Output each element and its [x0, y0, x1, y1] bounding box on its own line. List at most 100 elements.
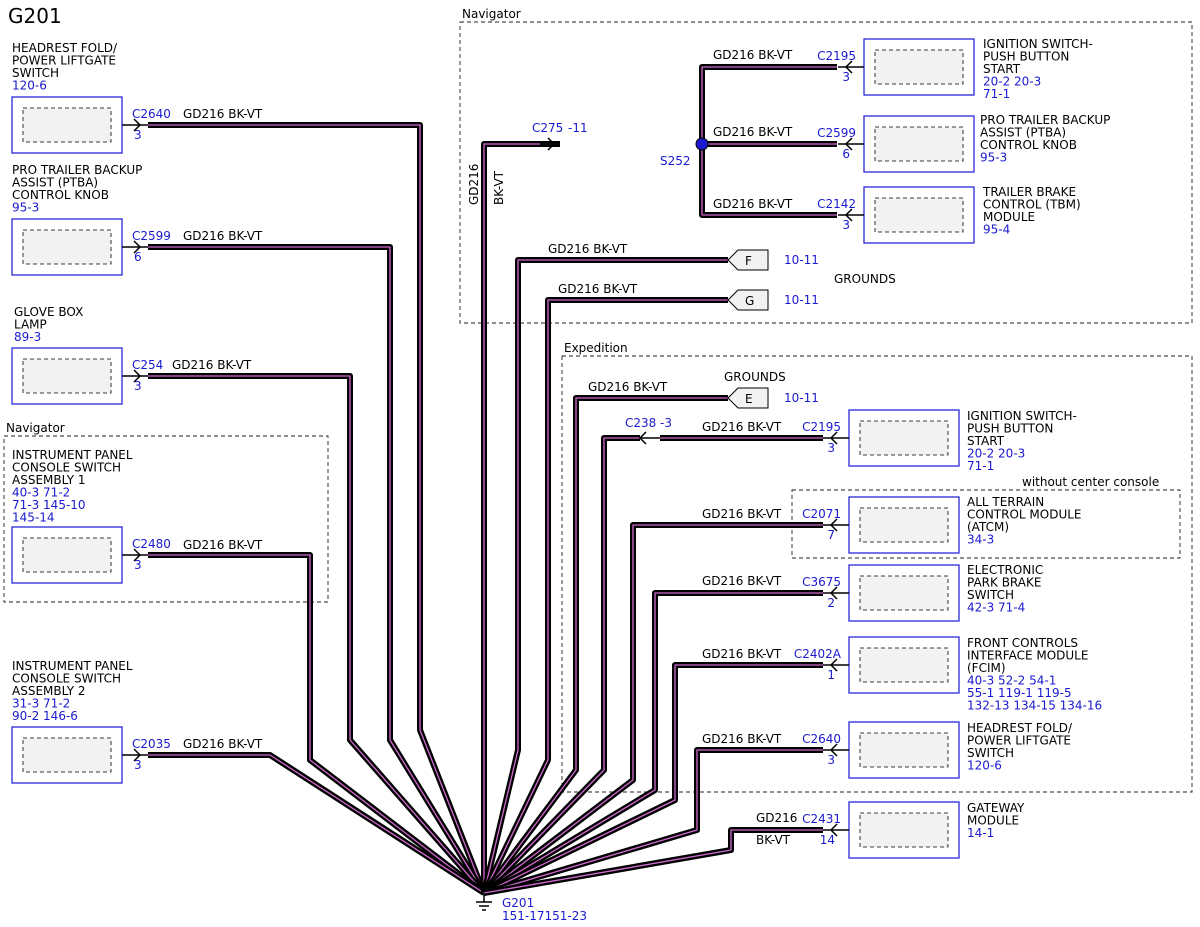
component-housing [22, 229, 112, 265]
wire: GD216 BK-VT [482, 507, 823, 896]
connector-pin: 14 [820, 833, 835, 847]
connector-pin: 3 [827, 753, 835, 767]
ground-tag-g: G 10-11 [727, 289, 819, 311]
connector-arrow [829, 518, 838, 532]
component-ref: 120-6 [12, 79, 47, 93]
connector-pin: 2 [827, 596, 835, 610]
component-name-line: ASSEMBLY 2 [12, 684, 85, 698]
wire-label-color: BK-VT [492, 170, 506, 205]
connector-pin: 3 [827, 441, 835, 455]
connector-label: C2640 [132, 107, 171, 121]
ground-tag-letter: F [745, 254, 752, 268]
wire: GD216 BK-VT [148, 538, 486, 896]
connector-label: C2402A [794, 647, 842, 661]
connector-arrow [133, 548, 142, 562]
component-ref: 90-2 146-6 [12, 709, 78, 723]
wire-label: GD216 BK-VT [183, 737, 263, 751]
connector-label: C2480 [132, 537, 171, 551]
component-name-line: (ATCM) [967, 520, 1009, 534]
region-label: without center console [1022, 475, 1159, 489]
component-ref: 42-3 71-4 [967, 601, 1025, 615]
region-navigator-left: Navigator [3, 421, 329, 603]
ground-tag-ref: 10-11 [784, 391, 819, 405]
wire-stripe [148, 754, 485, 894]
wire: GD216 BK-VT [660, 420, 823, 441]
component-name-line: GLOVE BOX [14, 305, 83, 319]
component-name-line: ELECTRONIC [967, 563, 1043, 577]
connector-arrow [844, 60, 853, 74]
component-housing [859, 507, 949, 543]
component-housing [22, 107, 112, 143]
component-name-line: CONTROL KNOB [12, 188, 109, 202]
wire-label-code: GD216 [756, 811, 797, 825]
component-name-line: (FCIM) [967, 661, 1006, 675]
connector-arrow [829, 586, 838, 600]
ground-refs: 151-17151-23 [502, 909, 587, 923]
wire-label: GD216 BK-VT [548, 242, 628, 256]
connector-pin: 3 [134, 758, 142, 772]
component-housing [874, 49, 964, 85]
component-name-line: ALL TERRAIN [967, 495, 1044, 509]
component-ref: 132-13 134-15 134-16 [967, 699, 1102, 713]
wire: GD216 BK-VT [481, 282, 728, 895]
connector-pin: 6 [842, 147, 850, 161]
component-name-line: CONTROL (TBM) [983, 198, 1081, 212]
component-name-line: PARK BRAKE [967, 576, 1041, 590]
wire-label: GD216 BK-VT [702, 732, 782, 746]
wire-label: GD216 BK-VT [702, 574, 782, 588]
component-name-line: IGNITION SWITCH- [967, 409, 1077, 423]
connector-arrow [829, 658, 838, 672]
component-name-line: PUSH BUTTON [983, 50, 1069, 64]
component-name-line: POWER LIFTGATE [967, 734, 1071, 748]
component-name-line: IGNITION SWITCH- [983, 37, 1093, 51]
component-ref: 14-1 [967, 826, 994, 840]
wire-stripe [483, 664, 823, 894]
component-name-line: LAMP [14, 318, 47, 332]
wire-stripe [148, 124, 485, 894]
connector-pin: 1 [827, 668, 835, 682]
ground-tag-ref: 10-11 [784, 293, 819, 307]
wire-label-code: GD216 [467, 164, 481, 205]
splice-s252: S252 [660, 137, 709, 168]
component-name-line: INTERFACE MODULE [967, 649, 1088, 663]
wire-label: GD216 BK-VT [713, 48, 793, 62]
connector-label: C2195 [802, 420, 841, 434]
wire-stripe [483, 592, 823, 894]
component-name-line: SWITCH [967, 746, 1014, 760]
component-ref: 89-3 [14, 330, 41, 344]
component-housing [22, 537, 112, 573]
connector-arrow [844, 208, 853, 222]
component-name-line: POWER LIFTGATE [12, 54, 116, 68]
component-name-line: SWITCH [12, 66, 59, 80]
splice-label: S252 [660, 154, 691, 168]
component-name-line: HEADREST FOLD/ [967, 721, 1073, 735]
connector-pin: 3 [842, 70, 850, 84]
connector-arrow [829, 743, 838, 757]
connector-label: C254 [132, 358, 163, 372]
connector-pin: 7 [827, 528, 835, 542]
wire-trace [148, 752, 486, 896]
region-label: Navigator [6, 421, 65, 435]
connector-pin: 3 [842, 218, 850, 232]
component-name-line: GATEWAY [967, 801, 1025, 815]
component-name-line: INSTRUMENT PANEL [12, 448, 133, 462]
connector-pin: 3 [134, 379, 142, 393]
component-name-line: HEADREST FOLD/ [12, 41, 118, 55]
connector-label: C2431 [802, 812, 841, 826]
connector-arrow [133, 240, 142, 254]
wire: GD216 BK-VT [467, 141, 560, 893]
ground-tag-letter: E [745, 392, 753, 406]
connector-arrow [133, 118, 142, 132]
component-housing [874, 126, 964, 162]
component-housing [859, 420, 949, 456]
